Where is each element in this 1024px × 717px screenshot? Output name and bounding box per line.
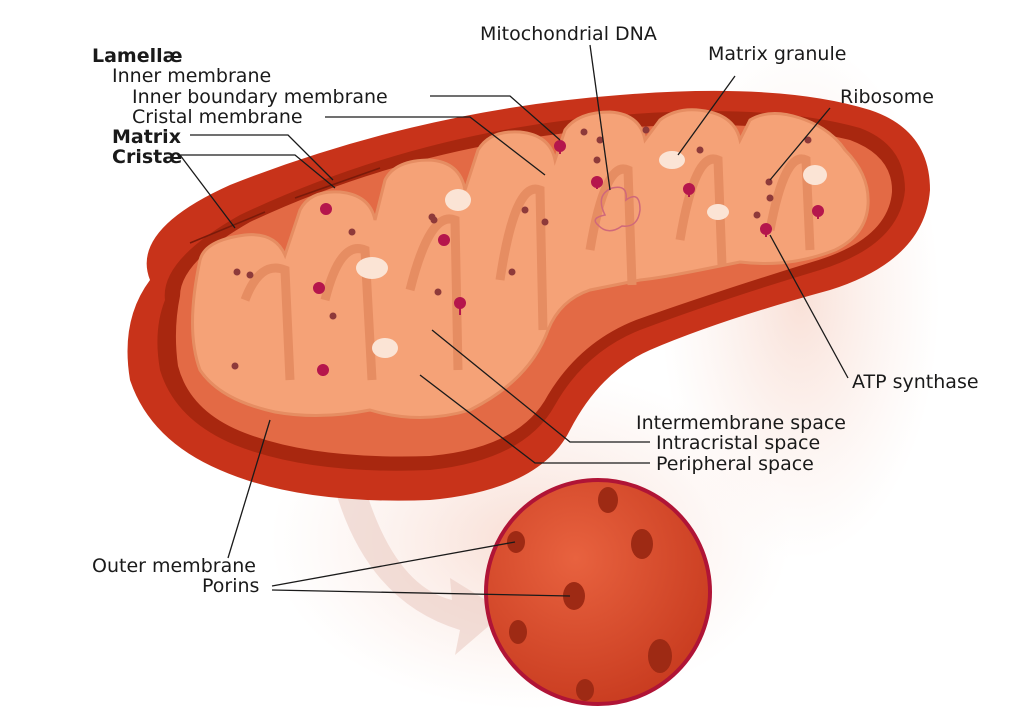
label-matrix: Matrix (112, 126, 181, 148)
label-intermembrane-space: Intermembrane space (636, 412, 846, 434)
label-matrix-granule: Matrix granule (708, 43, 846, 65)
label-cristae: Cristæ (112, 146, 182, 168)
labels: Lamellæ Inner membrane Inner boundary me… (92, 23, 979, 597)
leader-lines (179, 44, 849, 597)
lamellae-lines (189, 167, 381, 244)
label-ribosome: Ribosome (840, 86, 934, 108)
label-peripheral-space: Peripheral space (656, 453, 814, 475)
label-inner-membrane: Inner membrane (112, 65, 271, 87)
label-inner-boundary-membrane: Inner boundary membrane (132, 86, 388, 108)
zoom-arrow-icon (330, 470, 505, 655)
label-mitochondrial-dna: Mitochondrial DNA (480, 23, 657, 45)
inner-matrix-shape (191, 108, 870, 419)
label-cristal-membrane: Cristal membrane (132, 106, 303, 128)
label-porins: Porins (202, 575, 259, 597)
label-intracristal-space: Intracristal space (656, 432, 820, 454)
label-lamellae: Lamellæ (92, 45, 183, 67)
porin-zoom-disc (484, 478, 712, 706)
mitochondrial-dna-shape (594, 186, 641, 232)
label-atp-synthase: ATP synthase (852, 371, 979, 393)
label-outer-membrane: Outer membrane (92, 555, 256, 577)
